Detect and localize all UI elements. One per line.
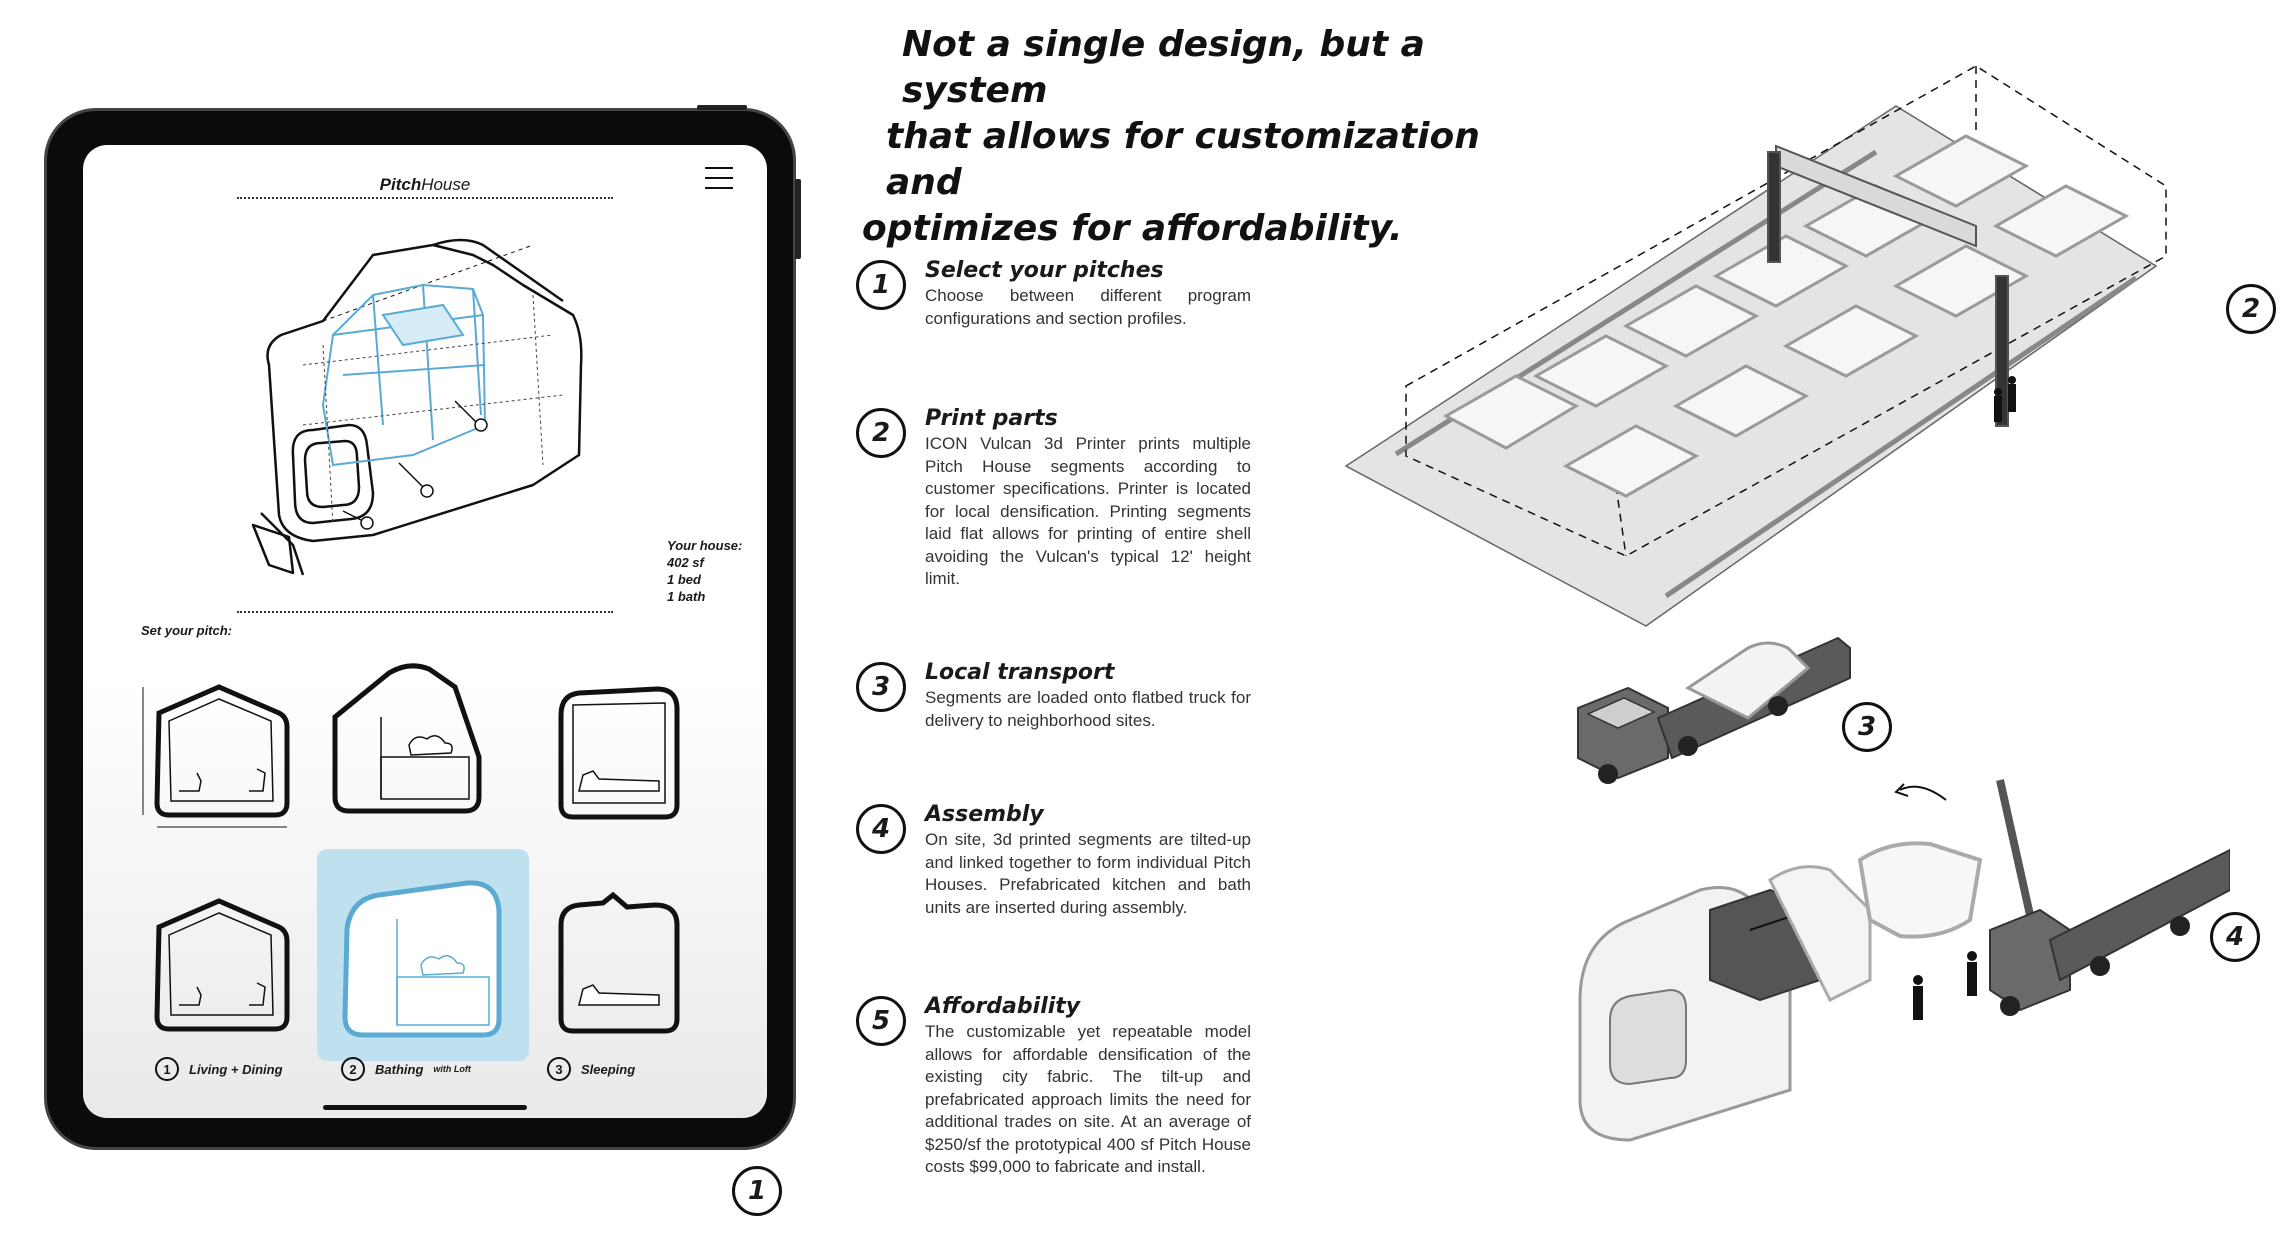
house-info-label: Your house: (667, 538, 743, 553)
pitch-section-living-a[interactable] (139, 673, 303, 833)
step-5-number: 5 (856, 996, 906, 1046)
pitch-house-isometric-drawing (251, 238, 583, 576)
step-1-body: Choose between different program configu… (925, 286, 1251, 328)
pitch-option-1-number: 1 (155, 1057, 179, 1081)
pitch-option-1[interactable]: 1 Living + Dining (155, 1057, 283, 1081)
pitch-section-bathing-a[interactable] (319, 647, 499, 833)
headline-line-3: optimizes for affordability. (862, 208, 1403, 249)
step-3-body: Segments are loaded onto flatbed truck f… (925, 688, 1251, 730)
step-3-title: Local transport (925, 660, 1115, 685)
middle-divider (237, 611, 613, 613)
label-4-assembly: 4 (2210, 912, 2260, 962)
pitch-option-3[interactable]: 3 Sleeping (547, 1057, 635, 1081)
printer-bed-illustration (1344, 65, 2167, 627)
label-1-tablet: 1 (732, 1166, 782, 1216)
house-info-baths: 1 bath (667, 589, 706, 604)
headline-line-1: Not a single design, but a system (902, 24, 1425, 111)
pitch-option-2[interactable]: 2 Bathing with Loft (341, 1057, 471, 1081)
step-1-number: 1 (856, 260, 906, 310)
step-2-number: 2 (856, 408, 906, 458)
app-title: PitchHouse (83, 175, 767, 195)
app-title-rest: House (421, 175, 471, 194)
headline-line-2: that allows for customization and (886, 116, 1480, 203)
pitch-section-sleeping-b[interactable] (543, 885, 693, 1049)
pitch-option-3-number: 3 (547, 1057, 571, 1081)
label-2-printer: 2 (2226, 284, 2276, 334)
tablet-screen: PitchHouse (83, 145, 767, 1118)
pitch-option-2-label: Bathing (375, 1061, 424, 1077)
headline: Not a single design, but a system that a… (862, 22, 1522, 252)
pitch-option-2-sub: with Loft (433, 1064, 471, 1074)
step-2-title: Print parts (925, 406, 1058, 431)
step-3-number: 3 (856, 662, 906, 712)
hamburger-menu-icon[interactable] (705, 167, 733, 189)
house-info-beds: 1 bed (667, 572, 701, 587)
set-pitch-label: Set your pitch: (141, 623, 233, 638)
pitch-option-selected-highlight[interactable] (317, 849, 529, 1061)
tablet-top-button (697, 105, 747, 110)
step-5-title: Affordability (925, 994, 1081, 1019)
pitch-option-2-number: 2 (341, 1057, 365, 1081)
step-5-body: The customizable yet repeatable model al… (925, 1022, 1251, 1176)
pitch-option-1-label: Living + Dining (189, 1061, 283, 1077)
pitch-option-3-label: Sleeping (581, 1061, 636, 1077)
flatbed-truck-illustration (1577, 636, 1851, 784)
tablet-side-button (795, 179, 801, 259)
pitch-section-living-b[interactable] (139, 887, 303, 1047)
tablet-device: PitchHouse (44, 105, 801, 1150)
pitch-section-bathing-selected (342, 880, 502, 1038)
top-divider (237, 197, 613, 199)
label-3-truck: 3 (1842, 702, 1892, 752)
step-1-title: Select your pitches (925, 258, 1164, 283)
house-info: Your house: 402 sf 1 bed 1 bath (667, 537, 742, 605)
app-title-bold: Pitch (379, 175, 422, 194)
assembly-illustration (1578, 779, 2230, 1142)
step-4-number: 4 (856, 804, 906, 854)
home-indicator[interactable] (323, 1105, 527, 1110)
step-2-body: ICON Vulcan 3d Printer prints multiple P… (925, 434, 1251, 588)
house-info-area: 402 sf (667, 555, 704, 570)
step-4-title: Assembly (925, 802, 1044, 827)
step-4-body: On site, 3d printed segments are tilted-… (925, 830, 1251, 917)
pitch-section-sleeping-a[interactable] (543, 675, 693, 833)
